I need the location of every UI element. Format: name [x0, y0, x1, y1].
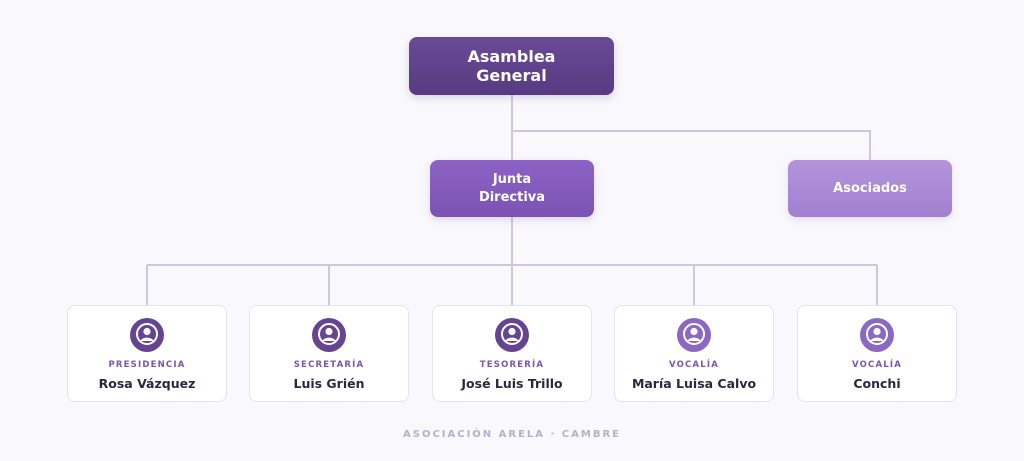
junta-directiva-node: Junta Directiva — [430, 160, 594, 217]
asociados-node: Asociados — [788, 160, 952, 217]
connector-top-to-side — [512, 130, 871, 160]
member-role: PRESIDENCIA — [108, 360, 186, 370]
member-name: María Luisa Calvo — [631, 376, 757, 391]
member-role: VOCALÍA — [668, 360, 720, 370]
asamblea-general-node: Asamblea General — [409, 37, 614, 95]
member-card-vocalia-2: VOCALÍA Conchi — [797, 305, 957, 402]
user-icon — [495, 318, 529, 352]
member-card-vocalia-1: VOCALÍA María Luisa Calvo — [614, 305, 774, 402]
junta-directiva-label: Junta Directiva — [478, 171, 546, 205]
member-card-secretaria: SECRETARÍA Luis Grién — [249, 305, 409, 402]
asociados-label: Asociados — [833, 180, 907, 196]
user-icon — [130, 318, 164, 352]
member-role: VOCALÍA — [851, 360, 903, 370]
member-role: SECRETARÍA — [293, 360, 365, 370]
member-role: TESORERÍA — [479, 360, 545, 370]
member-name: Rosa Vázquez — [98, 376, 196, 391]
user-icon — [312, 318, 346, 352]
member-name: Luis Grién — [293, 376, 365, 391]
member-name: José Luis Trillo — [461, 376, 563, 391]
footer-caption: ASOCIACIÓN ARELA · CAMBRE — [403, 429, 621, 440]
user-icon — [677, 318, 711, 352]
asamblea-general-label: Asamblea General — [467, 47, 556, 85]
member-name: Conchi — [853, 376, 901, 391]
member-card-presidencia: PRESIDENCIA Rosa Vázquez — [67, 305, 227, 402]
member-card-tesoreria: TESORERÍA José Luis Trillo — [432, 305, 592, 402]
user-icon — [860, 318, 894, 352]
